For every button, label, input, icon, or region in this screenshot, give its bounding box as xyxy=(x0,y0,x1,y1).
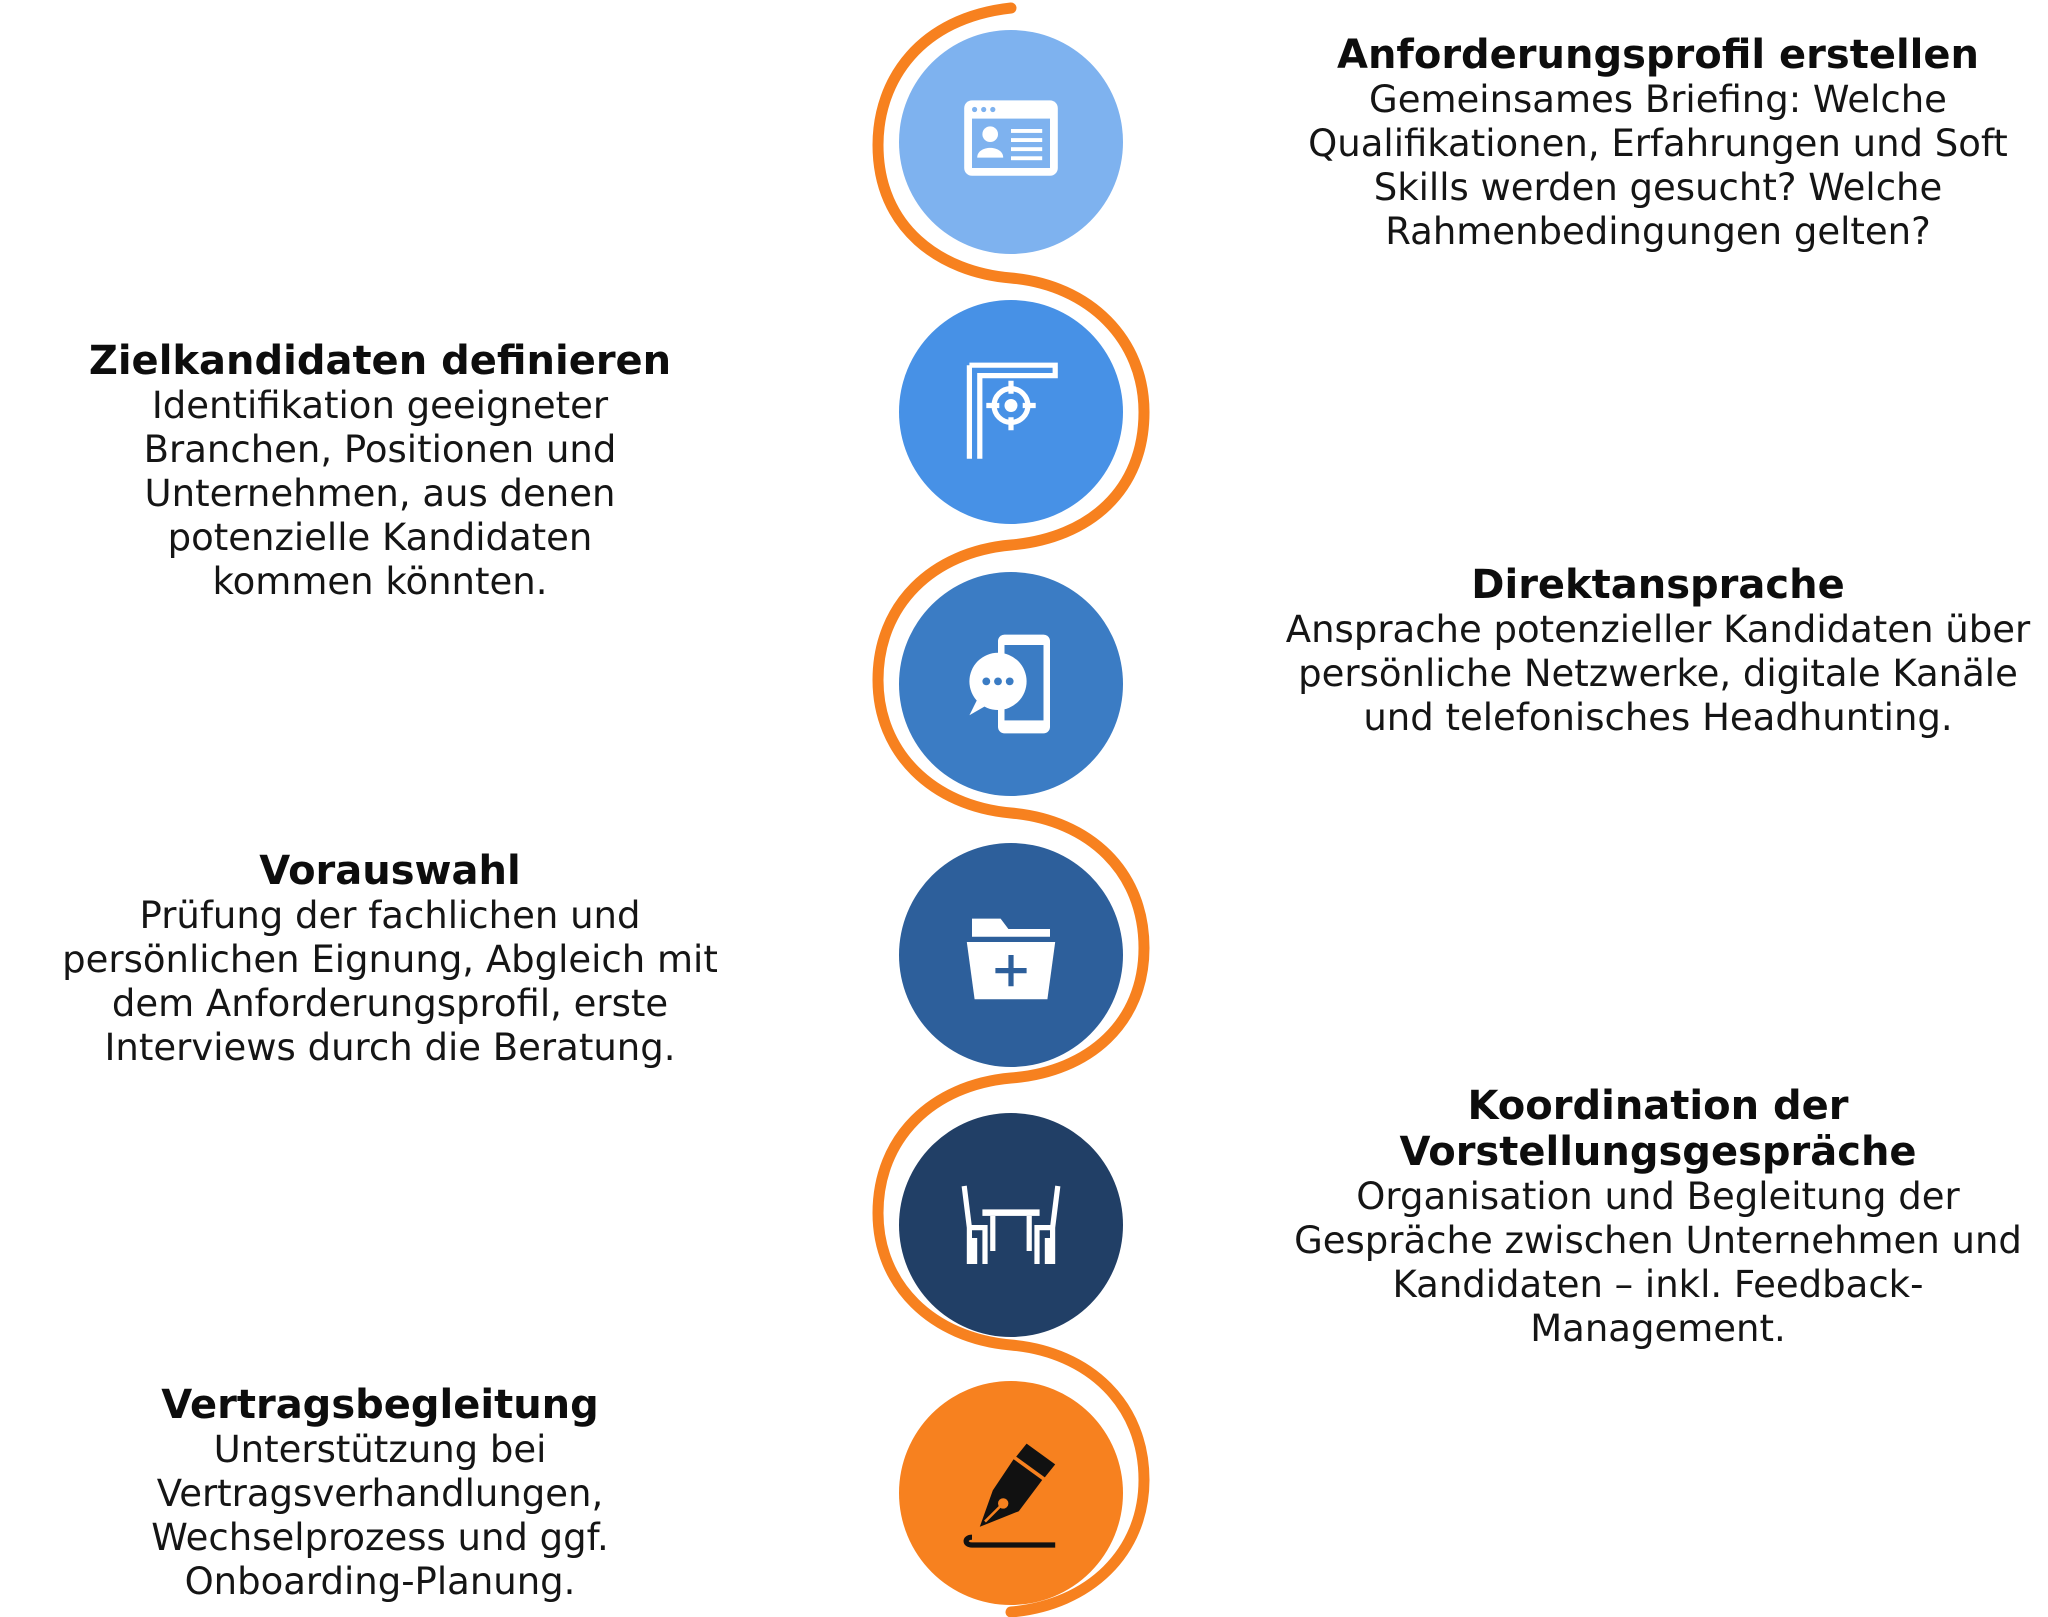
step-2-text: Zielkandidaten definieren Identifikation… xyxy=(40,338,720,604)
step-6-circle xyxy=(899,1381,1123,1605)
step-6-text: Vertragsbegleitung Unterstützung bei Ver… xyxy=(80,1382,680,1604)
step-description: Organisation und Begleitung der Gespräch… xyxy=(1294,1175,2022,1350)
step-title: Direktansprache xyxy=(1471,562,1845,608)
step-5-circle xyxy=(899,1113,1123,1337)
step-title: Vorauswahl xyxy=(259,848,521,894)
step-title: Koordination der Vorstellungsgespräche xyxy=(1399,1083,1917,1175)
fountain-pen-icon xyxy=(963,1443,1056,1548)
step-3-text: Direktansprache Ansprache potenzieller K… xyxy=(1278,562,2038,740)
step-description: Unterstützung bei Vertragsverhandlungen,… xyxy=(151,1428,609,1603)
step-2-circle xyxy=(899,300,1123,524)
target-flag-icon xyxy=(966,362,1058,459)
step-description: Prüfung der fachlichen und persönlichen … xyxy=(62,894,718,1069)
step-title: Anforderungsprofil erstellen xyxy=(1337,32,1979,78)
step-title: Vertragsbegleitung xyxy=(161,1382,599,1428)
step-1-text: Anforderungsprofil erstellen Gemeinsames… xyxy=(1278,32,2038,254)
step-1-circle xyxy=(899,30,1123,254)
step-title: Zielkandidaten definieren xyxy=(88,338,672,384)
step-description: Ansprache potenzieller Kandidaten über p… xyxy=(1285,608,2031,739)
step-3-circle xyxy=(899,572,1123,796)
step-5-text: Koordination der Vorstellungsgespräche O… xyxy=(1278,1083,2038,1351)
step-description: Gemeinsames Briefing: Welche Qualifikati… xyxy=(1308,78,2008,253)
step-4-text: Vorauswahl Prüfung der fachlichen und pe… xyxy=(20,848,760,1070)
step-4-circle xyxy=(899,843,1123,1067)
meeting-table-icon xyxy=(961,1185,1061,1264)
step-description: Identifikation geeigneter Branchen, Posi… xyxy=(143,384,617,603)
folder-plus-icon xyxy=(966,918,1056,1000)
profile-card-icon xyxy=(964,100,1058,176)
phone-chat-icon xyxy=(969,634,1050,734)
